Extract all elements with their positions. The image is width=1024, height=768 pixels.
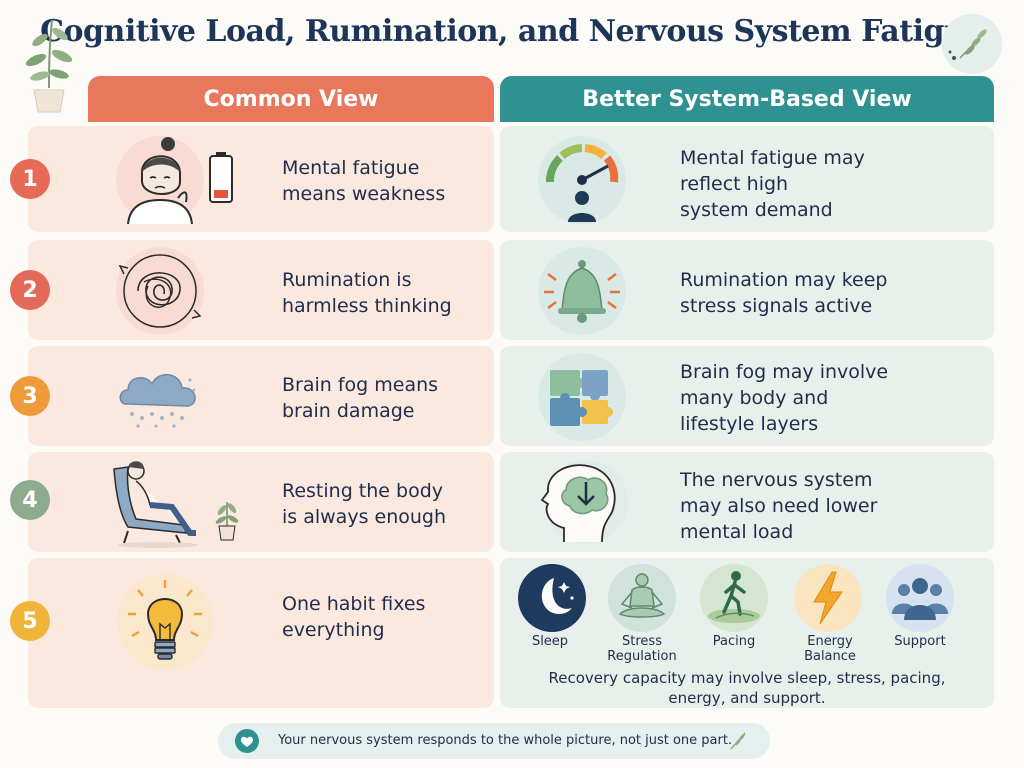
common-row-3 [28, 346, 494, 446]
better-label-4: The nervous system may also need lower m… [680, 469, 878, 543]
common-label-1: Mental fatigue means weakness [282, 157, 446, 205]
row-number-3: 3 [10, 376, 50, 416]
moon-icon [518, 564, 586, 632]
walking-icon [700, 564, 768, 632]
light-bulb-icon [117, 574, 213, 670]
common-row-4 [28, 452, 494, 552]
group-icon [886, 564, 954, 632]
fog-cloud-icon [116, 353, 204, 441]
footer-banner: Your nervous system responds to the whol… [218, 723, 770, 759]
stress-regulation-label: Stress Regulation [607, 634, 677, 664]
leaf-decoration-icon [942, 14, 1002, 74]
page-title: Cognitive Load, Rumination, and Nervous … [40, 14, 984, 49]
low-battery-icon [209, 152, 233, 203]
row-number-1: 1 [10, 159, 50, 199]
common-label-2: Rumination is harmless thinking [282, 269, 452, 317]
meditation-icon [608, 564, 676, 632]
sleep-label: Sleep [531, 634, 569, 649]
plant-icon [25, 19, 73, 113]
common-view-header: Common View [88, 76, 494, 122]
potted-plant-icon [215, 502, 239, 541]
tired-person-icon [116, 136, 204, 225]
common-row-5 [28, 558, 494, 708]
better-label-3: Brain fog may involve many body and life… [680, 361, 889, 435]
common-row-2 [28, 240, 494, 340]
better-label-2: Rumination may keep stress signals activ… [680, 269, 888, 317]
common-row-1 [28, 126, 494, 232]
heart-icon [235, 729, 259, 753]
head-brain-icon [540, 460, 628, 544]
common-label-3: Brain fog means brain damage [282, 374, 439, 422]
gauge-person-icon [538, 136, 626, 224]
better-view-header: Better System-Based View [500, 76, 994, 122]
row-number-5: 5 [10, 601, 50, 641]
recovery-text: Recovery capacity may involve sleep, str… [548, 669, 946, 707]
common-label-4: Resting the body is always enough [282, 480, 447, 528]
tangled-thoughts-icon [116, 247, 204, 335]
alarm-bell-icon [538, 247, 626, 335]
resting-person-icon [113, 461, 198, 548]
better-label-1: Mental fatigue may reflect high system d… [680, 147, 865, 221]
pacing-label: Pacing [712, 634, 756, 649]
common-label-5: One habit fixes everything [282, 593, 426, 641]
lightning-icon [794, 564, 862, 632]
row-number-4: 4 [10, 480, 50, 520]
support-label: Support [894, 634, 946, 649]
energy-balance-label: Energy Balance [804, 634, 856, 664]
puzzle-pieces-icon [538, 353, 626, 441]
footer-text: Your nervous system responds to the whol… [278, 733, 733, 748]
leaf-sprig-icon [730, 732, 746, 750]
row-number-2: 2 [10, 270, 50, 310]
